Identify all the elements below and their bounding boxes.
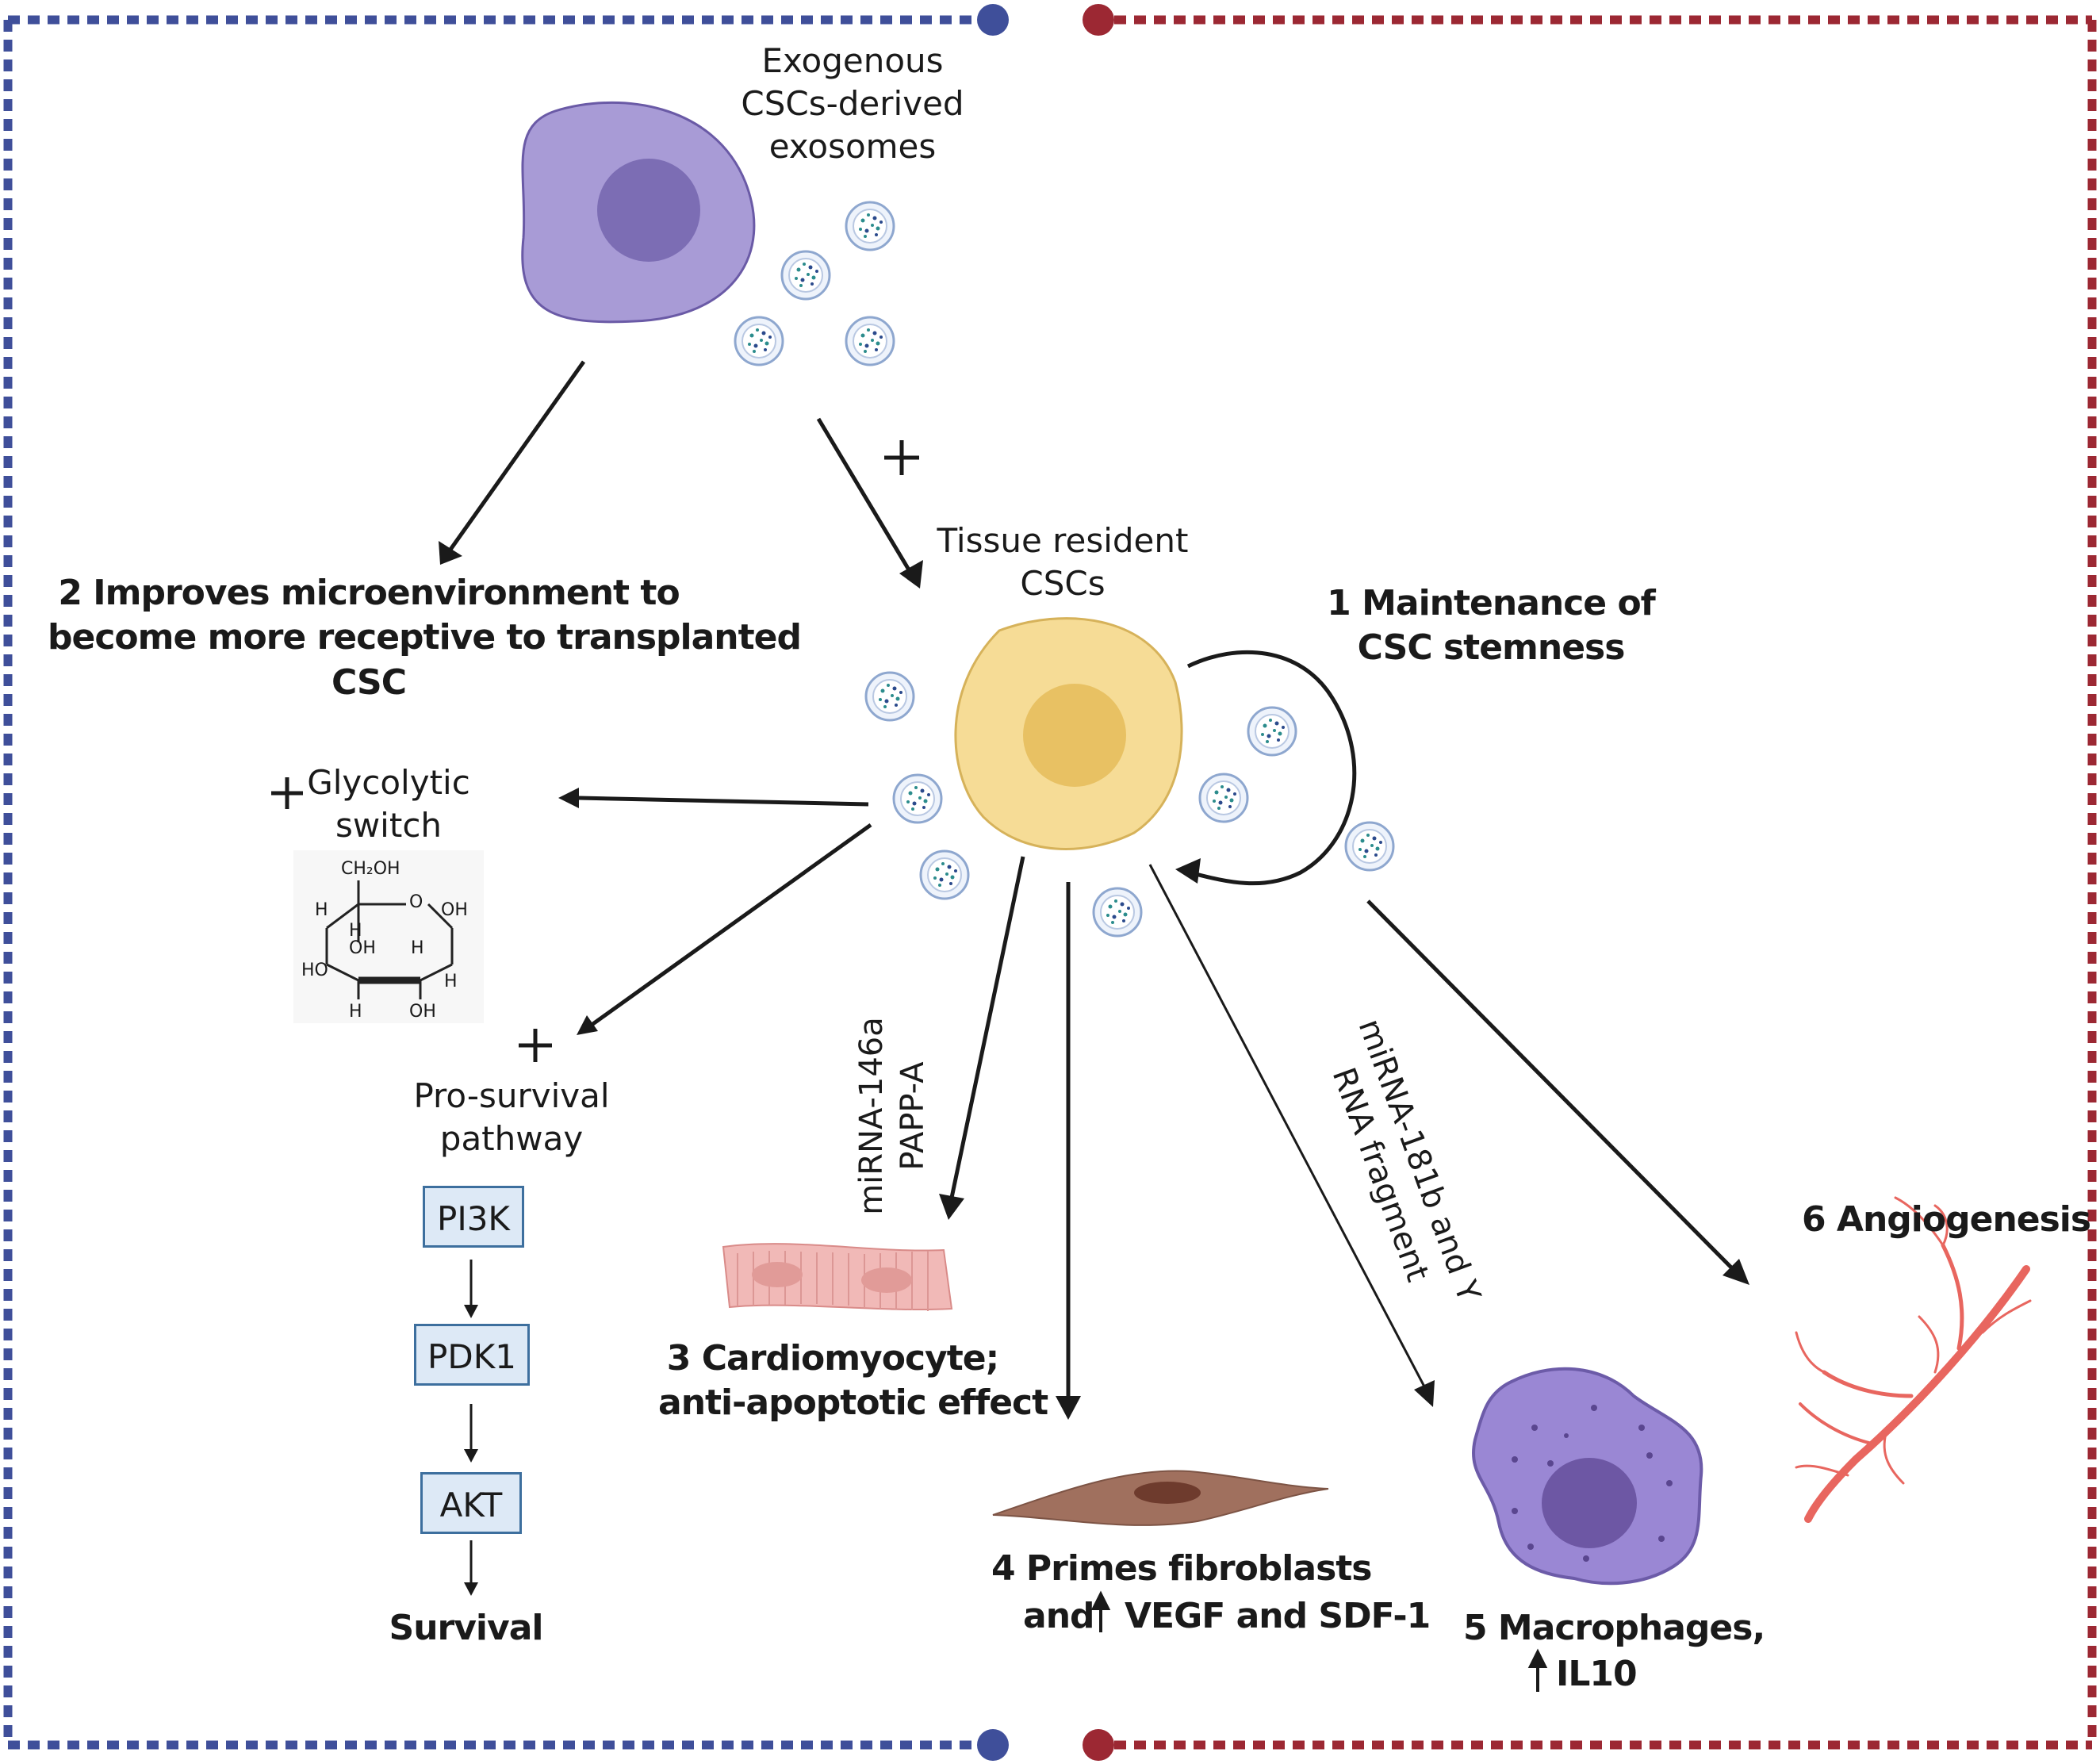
- glucose-h-c2: H: [411, 938, 424, 958]
- label-glycolytic: Glycolytic switch: [293, 761, 484, 847]
- label-improves-line-2: become more receptive to transplanted: [48, 617, 802, 658]
- right-border: [1114, 15, 2097, 1750]
- label-tissue-resident-line-1: Tissue resident: [937, 521, 1189, 560]
- plus-signs: [271, 440, 919, 1062]
- left-border-bottom-dot: [977, 1729, 1009, 1761]
- up-arrows: [1090, 1590, 1548, 1692]
- exogenous-csc-cell: [521, 101, 756, 324]
- label-maintenance: 1 Maintenance of CSC stemness: [1309, 581, 1673, 671]
- label-cardiomyocyte-line-1: 3 Cardiomyocyte;: [666, 1338, 999, 1379]
- arrow-to-angiogenesis: [1366, 899, 1734, 1271]
- label-maintenance-line-2: CSC stemness: [1357, 627, 1626, 669]
- label-tissue-resident: Tissue resident CSCs: [920, 520, 1205, 605]
- label-improves-line-3: CSC: [331, 662, 407, 703]
- label-maintenance-line-1: 1 Maintenance of: [1327, 583, 1656, 623]
- label-glycolytic-line-1: Glycolytic: [307, 763, 470, 802]
- label-mirna-146a-line-1: miRNA-146a: [853, 1017, 890, 1215]
- left-border-top-dot: [977, 4, 1009, 36]
- label-macrophages-line-1: 5 Macrophages,: [1463, 1608, 1765, 1648]
- blood-vessel: [1795, 1196, 2032, 1523]
- label-mirna-146a: miRNA-146a PAPP-A: [851, 997, 933, 1235]
- right-border-bottom-dot: [1083, 1729, 1114, 1761]
- glucose-ch2oh: CH₂OH: [341, 859, 400, 879]
- glucose-ring-oxygen: O: [409, 892, 423, 912]
- label-glycolytic-line-2: switch: [335, 805, 443, 845]
- label-fibroblasts-vegf: VEGF and SDF-1: [1125, 1596, 1431, 1636]
- arrow-to-glycolytic: [578, 796, 869, 807]
- arrows: [439, 360, 1749, 1596]
- glucose-ho-c4: HO: [301, 961, 328, 980]
- label-exogenous-line-2: CSCs-derived: [741, 83, 964, 123]
- left-border: [3, 15, 979, 1750]
- pathway-box-akt: AKT: [420, 1472, 522, 1534]
- glucose-h-c1: H: [444, 972, 458, 991]
- arrow-to-prosurvival: [587, 823, 872, 1030]
- glucose-oh-c3: OH: [349, 938, 376, 958]
- arrow-to-improves: [446, 360, 586, 554]
- glucose-oh-c1: OH: [441, 900, 468, 920]
- label-angiogenesis: 6 Angiogenesis: [1802, 1199, 2091, 1240]
- cardiomyocyte-cell: [722, 1243, 953, 1311]
- label-improves: 2 Improves microenvironment to become mo…: [48, 571, 802, 705]
- label-cardiomyocyte-line-2: anti-apoptotic effect: [658, 1382, 1048, 1424]
- label-fibroblasts-line-1: 4 Primes fibroblasts: [991, 1548, 1373, 1589]
- label-fibroblasts-and: and: [1023, 1596, 1095, 1636]
- glucose-h-c4b: H: [349, 921, 362, 941]
- glucose-structure: [293, 850, 484, 1023]
- label-pro-survival-line-2: pathway: [439, 1118, 584, 1158]
- right-border-top-dot: [1083, 4, 1114, 36]
- label-exogenous: Exogenous CSCs-derived exosomes: [722, 40, 983, 167]
- label-tissue-resident-line-2: CSCs: [1020, 563, 1106, 603]
- glucose-h-c3: H: [349, 1002, 362, 1022]
- glucose-oh-c2: OH: [409, 1002, 436, 1022]
- arrow-to-resident: [816, 417, 914, 577]
- arrow-to-cardiomyocyte: [949, 856, 1025, 1198]
- label-cardiomyocyte: 3 Cardiomyocyte; anti-apoptotic effect: [658, 1336, 1048, 1426]
- pathway-box-pdk1: PDK1: [414, 1324, 530, 1386]
- label-improves-line-1: 2 Improves microenvironment to: [58, 573, 680, 613]
- exosome-group-top: [734, 201, 895, 366]
- macrophage-cell: [1472, 1367, 1703, 1586]
- label-survival: Survival: [389, 1608, 544, 1648]
- self-renewal-loop: [1186, 650, 1357, 886]
- label-pro-survival: Pro-survival pathway: [397, 1075, 627, 1160]
- label-pro-survival-line-1: Pro-survival: [413, 1076, 610, 1115]
- fibroblast-cell: [992, 1470, 1329, 1526]
- glucose-h-c4: H: [315, 900, 328, 920]
- pathway-box-pi3k: PI3K: [423, 1186, 524, 1248]
- label-exogenous-line-1: Exogenous: [761, 41, 944, 80]
- label-exogenous-line-3: exosomes: [768, 126, 937, 166]
- tissue-resident-csc-cell: [954, 617, 1183, 850]
- arrow-to-macrophages: [1148, 864, 1427, 1389]
- label-mirna-146a-line-2: PAPP-A: [895, 1061, 931, 1171]
- label-macrophages-il10: IL10: [1556, 1654, 1638, 1694]
